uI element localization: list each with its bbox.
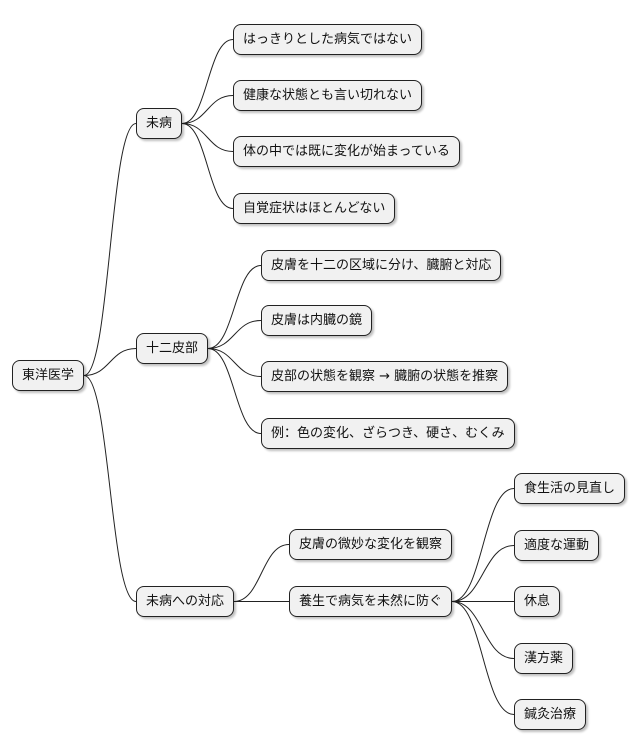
connector-line [207, 348, 262, 434]
sub-branch-node-yojo: 養生で病気を未然に防ぐ [289, 586, 453, 617]
connector-line [233, 544, 290, 602]
connector-line [451, 488, 515, 602]
connector-line [83, 123, 137, 376]
leaf-node: 漢方薬 [514, 643, 574, 674]
leaf-node: 適度な運動 [514, 530, 600, 561]
leaf-node: 食生活の見直し [514, 473, 626, 504]
leaf-node: 皮膚は内臓の鏡 [261, 305, 373, 336]
connector-line [451, 601, 515, 715]
connector-line [181, 39, 234, 124]
leaf-node: 体の中では既に変化が始まっている [233, 136, 460, 167]
branch-node-juni-hibu: 十二皮部 [136, 333, 209, 364]
leaf-node: 例：色の変化、ざらつき、硬さ、むくみ [261, 418, 515, 449]
leaf-node: 鍼灸治療 [514, 699, 587, 730]
branch-node-mibyo-taio: 未病への対応 [136, 586, 235, 617]
connector-line [83, 348, 137, 376]
leaf-node: はっきりとした病気ではない [233, 24, 423, 55]
connector-line [207, 348, 262, 377]
connector-line [181, 95, 234, 124]
connector-line [451, 545, 515, 602]
connector-line [207, 320, 262, 349]
connector-line [181, 123, 234, 152]
connector-line [181, 123, 234, 209]
branch-node-mibyo: 未病 [136, 108, 183, 139]
leaf-node: 皮膚を十二の区域に分け、臓腑と対応 [261, 250, 502, 281]
connector-line [83, 375, 137, 602]
leaf-node: 健康な状態とも言い切れない [233, 80, 423, 111]
connector-line [207, 265, 262, 349]
leaf-node: 皮膚の微妙な変化を観察 [289, 529, 453, 560]
root-node: 東洋医学 [12, 360, 85, 391]
leaf-node: 休息 [514, 586, 561, 617]
leaf-node: 自覚症状はほとんどない [233, 193, 396, 224]
connector-line [451, 601, 515, 659]
leaf-node: 皮部の状態を観察 → 臓腑の状態を推察 [261, 361, 509, 392]
